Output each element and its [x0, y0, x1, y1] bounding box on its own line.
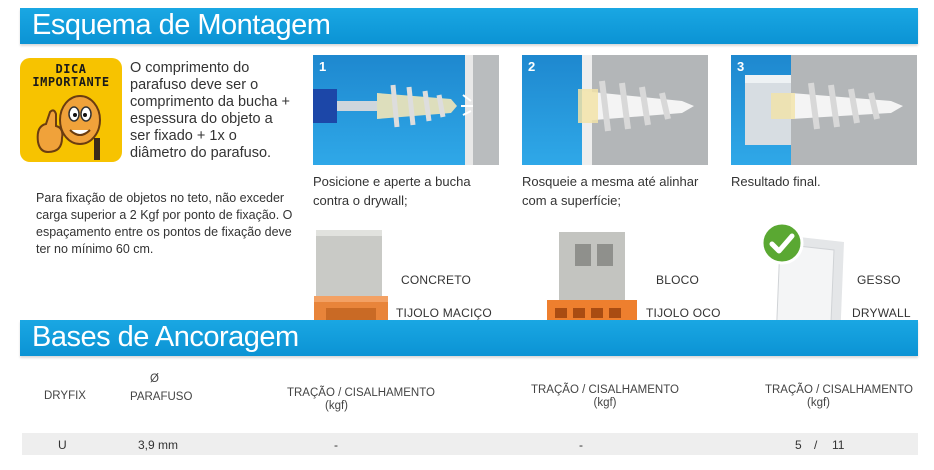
step-3-image: 3	[731, 55, 917, 165]
step-3-caption: Resultado final.	[731, 174, 821, 189]
col-header-load-2-label: TRAÇÃO / CISALHAMENTO	[530, 384, 680, 396]
col-header-load-3: TRAÇÃO / CISALHAMENTO (kgf)	[763, 384, 915, 410]
col-header-load-2-unit: (kgf)	[593, 397, 617, 409]
table-row	[22, 433, 918, 455]
col-header-diameter: PARAFUSO	[130, 391, 193, 403]
anchor-insert-illustration	[313, 55, 499, 165]
cell-load-1: -	[334, 438, 338, 452]
thumbs-up-mascot-icon	[36, 95, 101, 160]
col-header-load-2: TRAÇÃO / CISALHAMENTO (kgf)	[529, 384, 681, 410]
tip-badge: DICA IMPORTANTE	[20, 58, 122, 162]
cell-diameter: 3,9 mm	[138, 438, 179, 452]
tip-badge-line2: IMPORTANTE	[32, 75, 110, 89]
col-header-load-1: TRAÇÃO / CISALHAMENTO (kgf)	[285, 387, 437, 413]
step-2-number: 2	[528, 59, 536, 74]
cell-product: U	[58, 438, 67, 452]
step-2-image: 2	[522, 55, 708, 165]
col-header-load-3-unit: (kgf)	[807, 397, 830, 409]
material-gesso: GESSO	[857, 273, 901, 287]
material-bloco: BLOCO	[656, 273, 700, 287]
col-header-product: DRYFIX	[44, 390, 86, 402]
step-1-image: 1	[313, 55, 499, 165]
step-1-caption: Posicione e aperte a bucha contra o dryw…	[313, 174, 471, 208]
material-concreto: CONCRETO	[401, 273, 472, 287]
cell-load-3-separator: /	[814, 438, 818, 452]
section-banner: Bases de Ancoragem	[20, 320, 918, 356]
col-header-load-1-unit: (kgf)	[325, 400, 348, 412]
tip-badge-line1: DICA	[55, 62, 87, 76]
cell-load-3-shear: 11	[832, 438, 845, 452]
col-header-diameter-symbol: Ø	[150, 373, 159, 385]
cell-load-3-tension: 5	[795, 438, 802, 452]
page-title: Esquema de Montagem	[32, 9, 331, 41]
material-tijolo-macico: TIJOLO MACIÇO	[396, 306, 492, 320]
col-header-load-3-label: TRAÇÃO / CISALHAMENTO	[764, 384, 914, 396]
cell-load-2: -	[579, 438, 583, 452]
tip-text: O comprimento do parafuso deve ser o com…	[130, 60, 290, 161]
header-banner: Esquema de Montagem	[20, 8, 918, 44]
anchor-final-illustration	[745, 55, 917, 165]
anchor-screw-illustration	[578, 55, 708, 165]
check-icon	[760, 221, 804, 265]
ceiling-note: Para fixação de objetos no teto, não exc…	[36, 191, 293, 256]
material-tijolo-oco: TIJOLO OCO	[646, 306, 721, 320]
step-1-number: 1	[319, 59, 327, 74]
col-header-load-1-label: TRAÇÃO / CISALHAMENTO	[286, 387, 436, 399]
section-title: Bases de Ancoragem	[32, 321, 299, 353]
material-drywall: DRYWALL	[852, 306, 911, 320]
step-3-number: 3	[737, 59, 745, 74]
step-2-caption: Rosqueie a mesma até alinhar com a super…	[522, 174, 699, 208]
